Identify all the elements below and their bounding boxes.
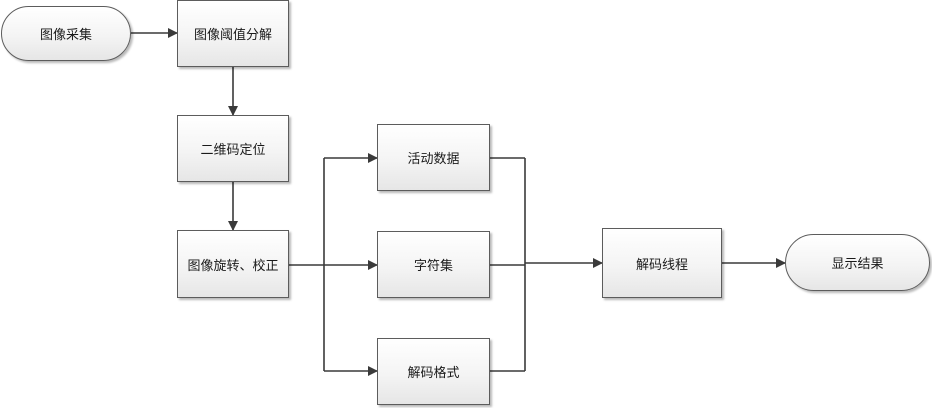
node-threshold: 图像阈值分解: [177, 0, 289, 67]
node-locate-label: 二维码定位: [200, 143, 266, 158]
node-decode-thread: 解码线程: [602, 228, 722, 298]
node-capture: 图像采集: [1, 6, 131, 61]
node-rotate-label: 图像旋转、校正: [187, 258, 279, 274]
node-charset: 字符集: [377, 231, 490, 298]
node-display-label: 显示结果: [831, 257, 884, 272]
node-threshold-label: 图像阈值分解: [193, 28, 272, 43]
node-decode-thread-label: 解码线程: [635, 257, 688, 273]
node-active-data: 活动数据: [377, 124, 490, 191]
node-display: 显示结果: [785, 234, 930, 291]
node-decode-format-label: 解码格式: [407, 366, 460, 381]
node-locate: 二维码定位: [177, 115, 289, 182]
node-rotate: 图像旋转、校正: [177, 230, 289, 298]
node-active-data-label: 活动数据: [407, 152, 460, 167]
node-capture-label: 图像采集: [39, 28, 92, 43]
node-decode-format: 解码格式: [377, 338, 490, 405]
node-charset-label: 字符集: [413, 259, 453, 274]
